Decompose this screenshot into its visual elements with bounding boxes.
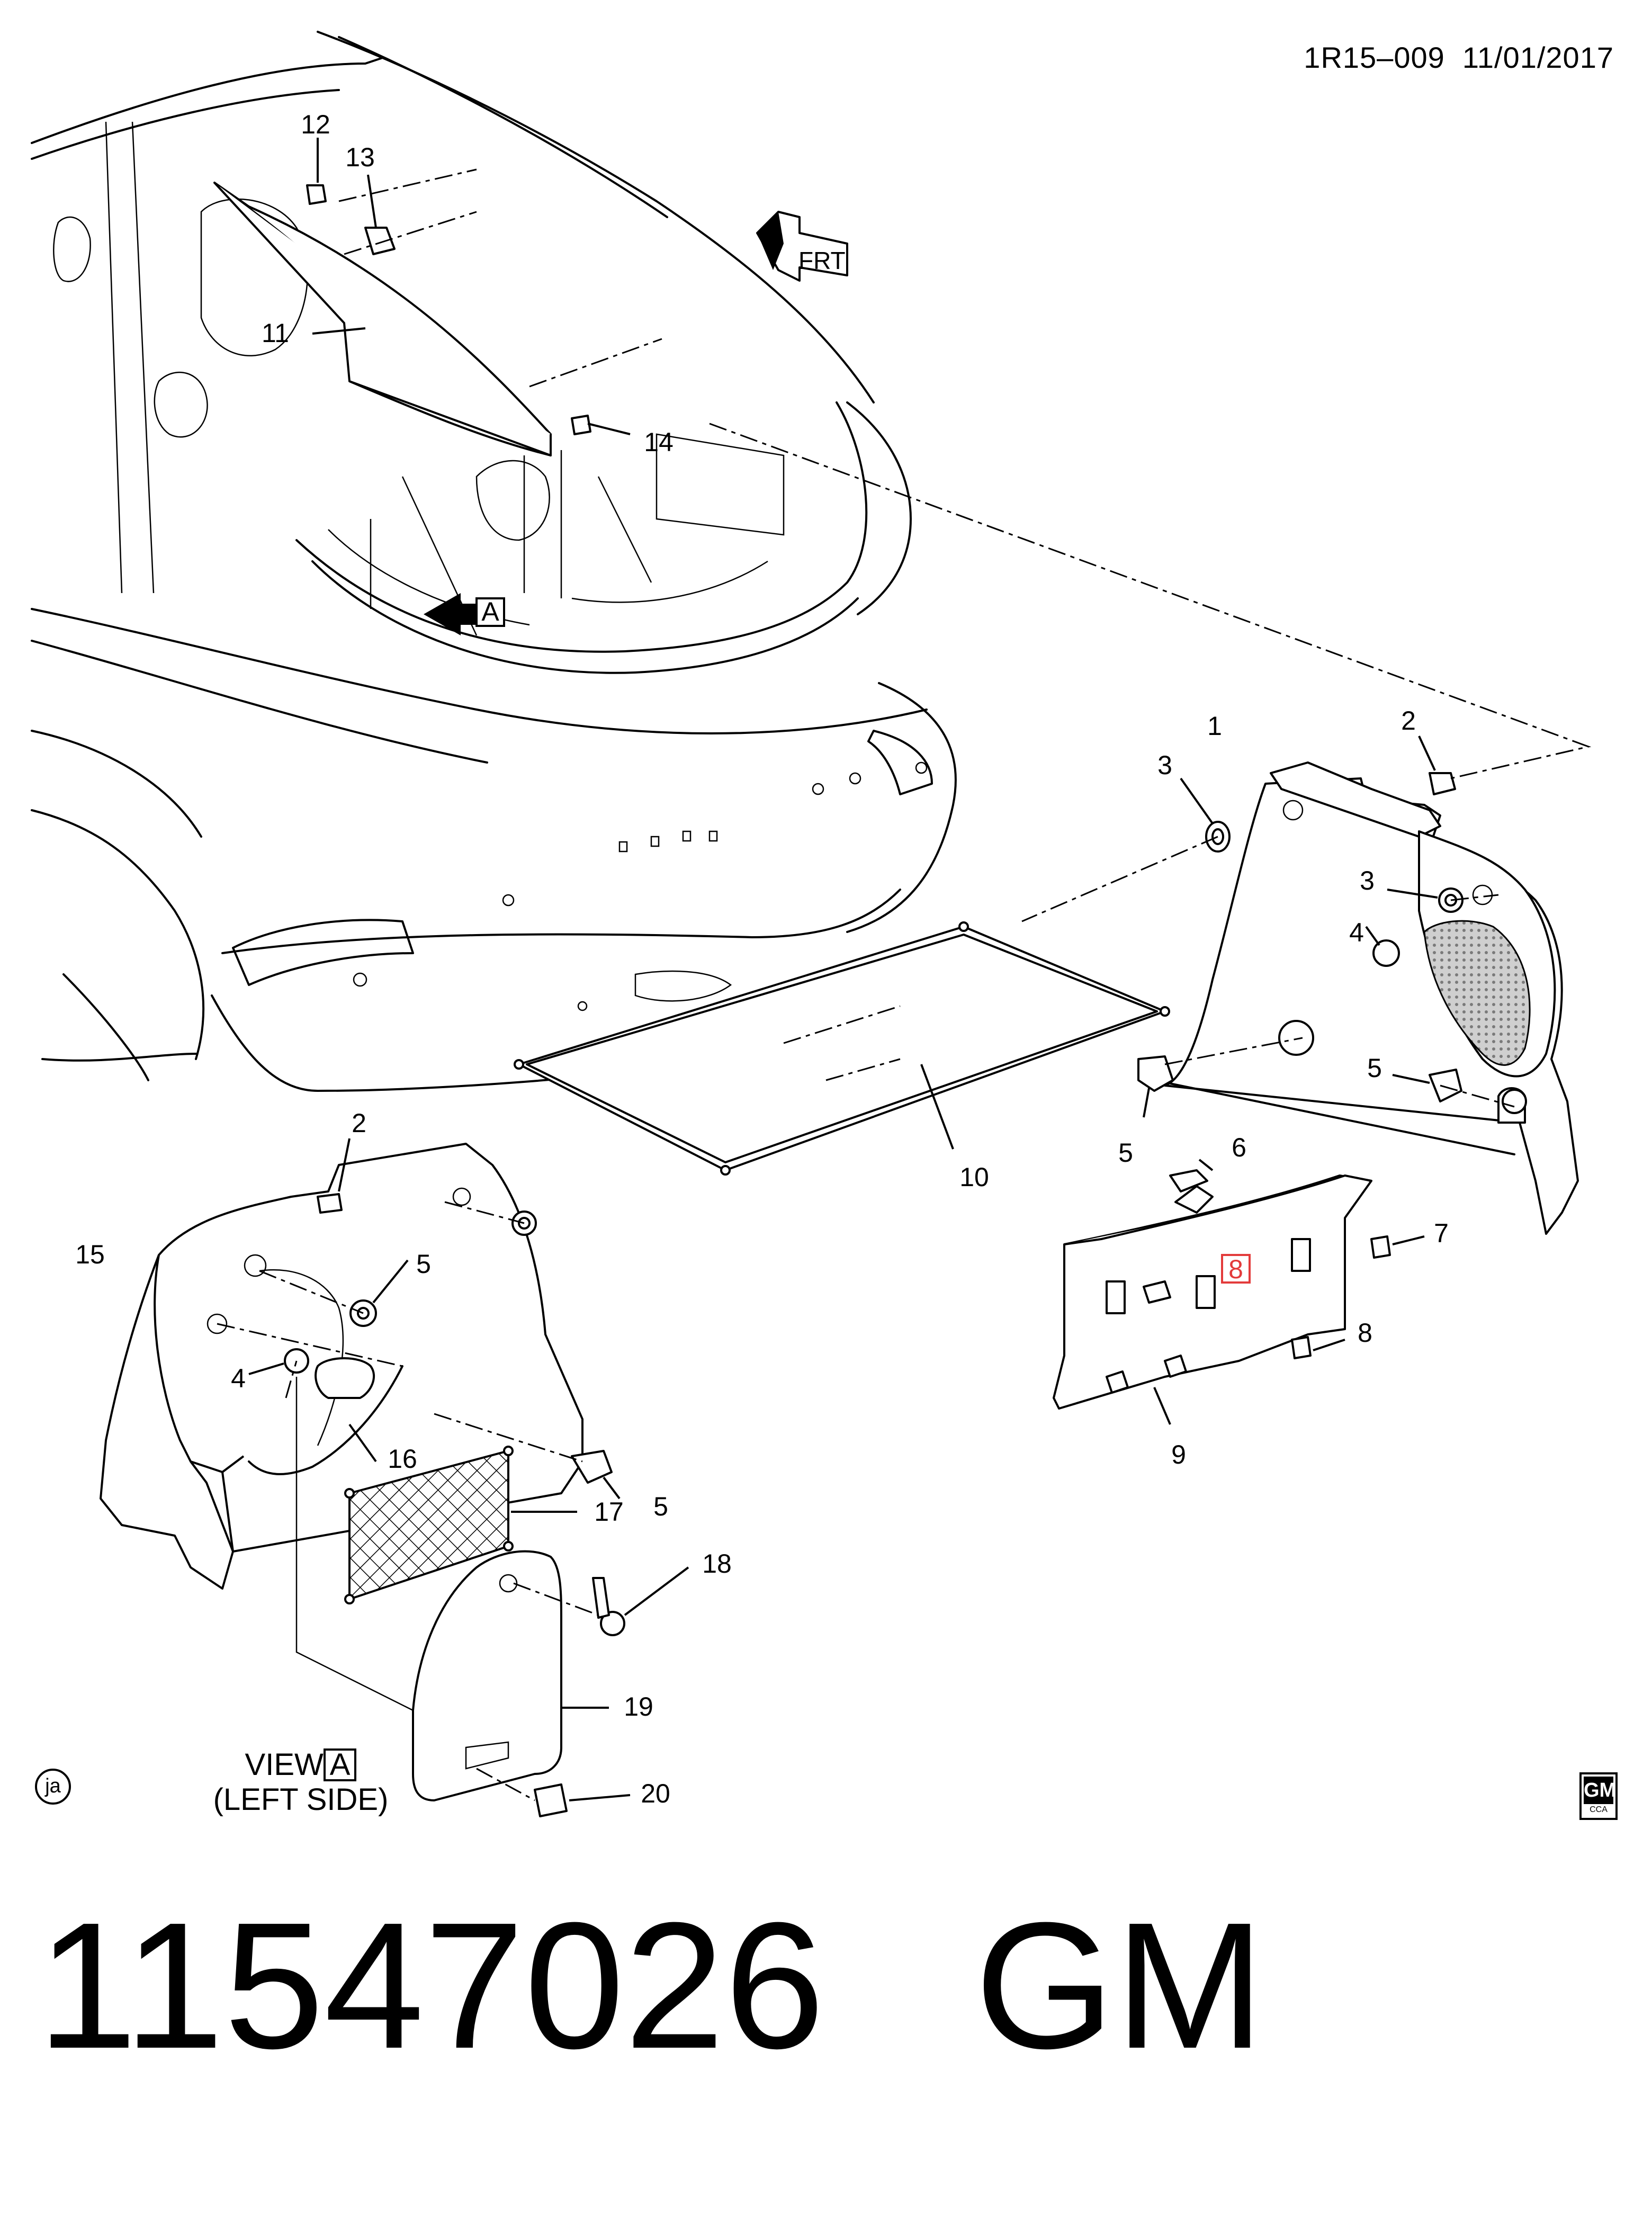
part-8-fasteners (1221, 1254, 1345, 1359)
footer-part-number: 11547026 GM (37, 1896, 1265, 2076)
part-5-retainers-right (1137, 1055, 1462, 1118)
callout-20: 20 (641, 1779, 670, 1808)
part-18-thumbscrew (592, 1566, 689, 1636)
diagram-date: 11/01/2017 (1462, 41, 1614, 74)
part-4-plug-right (1365, 926, 1400, 967)
callout-5: 5 (1367, 1053, 1382, 1083)
view-note-letter: A (323, 1748, 357, 1781)
gm-logo: GM CCA (1579, 1772, 1618, 1820)
callout-10: 10 (959, 1162, 989, 1192)
callout-14: 14 (644, 427, 674, 457)
callouts: 1 2 2 3 3 4 4 5 5 5 5 6 7 8 8 9 10 11 12… (75, 110, 1449, 1808)
callout-2: 2 (352, 1108, 366, 1138)
callout-8: 8 (1358, 1318, 1372, 1348)
view-note-subtitle: (LEFT SIDE) (213, 1782, 389, 1817)
frt-label: FRT (798, 247, 846, 274)
part-16-strap (248, 1365, 403, 1475)
callout-5: 5 (653, 1492, 668, 1521)
artist-mark: ja (35, 1769, 71, 1805)
callout-2: 2 (1401, 706, 1416, 736)
gm-logo-name: GM (1584, 1777, 1616, 1804)
gm-logo-subtitle: CCA (1590, 1805, 1608, 1814)
callout-1: 1 (1207, 711, 1222, 741)
diagram-header: 1R15–009 11/01/2017 (1304, 40, 1614, 75)
callout-13: 13 (345, 142, 375, 172)
part-6-retainer (1169, 1159, 1214, 1192)
callout-5: 5 (1118, 1138, 1133, 1168)
callout-11: 11 (262, 318, 289, 348)
part-9-closeout-panel (1053, 1174, 1372, 1425)
part-11-insulator (213, 182, 552, 456)
part-8-highlight-box (1221, 1254, 1251, 1284)
callout-17: 17 (594, 1497, 624, 1527)
part-1-right-quarter-trim (1153, 761, 1579, 1235)
vehicle-rear (31, 31, 957, 1092)
part-20-clip (534, 1783, 631, 1817)
callout-12: 12 (301, 110, 330, 139)
callout-7: 7 (1434, 1218, 1449, 1248)
clips-12-13-14 (306, 138, 662, 435)
callout-8-highlighted: 8 (1228, 1254, 1243, 1284)
callout-3: 3 (1360, 866, 1375, 895)
part-10-cargo-mat (514, 921, 1170, 1176)
part-7-clip (1370, 1235, 1425, 1259)
callout-3: 3 (1157, 750, 1172, 780)
part-number: 11547026 (37, 1885, 825, 2086)
callout-19: 19 (624, 1692, 653, 1721)
part-2-pushpin-left (317, 1138, 351, 1214)
brand-name: GM (974, 1885, 1265, 2086)
callout-6: 6 (1232, 1133, 1246, 1162)
callout-4: 4 (1349, 918, 1364, 947)
front-direction-arrow: FRT (756, 211, 848, 282)
part-17-cargo-net (344, 1446, 577, 1604)
callout-16: 16 (388, 1444, 417, 1474)
callout-18: 18 (702, 1549, 732, 1579)
callout-5: 5 (416, 1249, 431, 1279)
assembly-lines (217, 423, 1592, 1801)
view-note-prefix: VIEW (245, 1747, 324, 1782)
callout-9: 9 (1171, 1440, 1186, 1469)
view-a-arrow-label: A (481, 597, 499, 626)
part-2-pushpin-right (1418, 736, 1456, 795)
diagram-code: 1R15–009 (1304, 41, 1445, 74)
view-a-arrow: A (424, 593, 505, 635)
callout-15: 15 (75, 1240, 105, 1269)
callout-4: 4 (231, 1364, 246, 1393)
part-19-access-cover (412, 1550, 609, 1801)
